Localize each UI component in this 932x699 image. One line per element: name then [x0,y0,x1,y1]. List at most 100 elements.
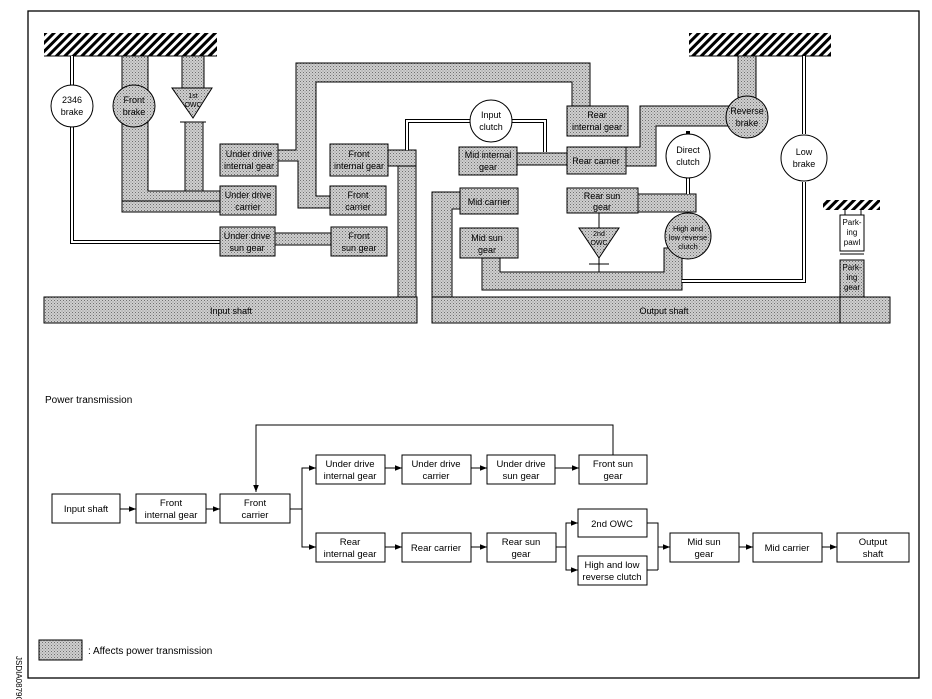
svg-text:Under drive: Under drive [411,459,460,470]
svg-text:carrier: carrier [423,471,450,482]
svg-text:Rear carrier: Rear carrier [572,156,620,166]
svg-text:internal gear: internal gear [572,122,622,132]
svg-text:Mid internal: Mid internal [465,150,512,160]
svg-text:OWC: OWC [590,240,607,247]
flow-front-sun-gear: Front sun gear [578,454,648,485]
flow-owc-2nd: 2nd OWC [577,508,648,538]
low-brake: Low brake [780,134,828,182]
flow-mid-carrier: Mid carrier [752,532,823,563]
legend: : Affects power transmission [38,639,212,661]
svg-text:High and: High and [673,224,703,233]
svg-text:Input shaft: Input shaft [64,504,109,515]
svg-text:carrier: carrier [242,510,269,521]
svg-text:clutch: clutch [676,157,700,167]
svg-text:low reverse: low reverse [669,233,707,242]
svg-text:Rear carrier: Rear carrier [411,543,461,554]
svg-text:Mid carrier: Mid carrier [765,543,810,554]
svg-text:ing: ing [847,228,858,237]
mid-carrier: Mid carrier [459,187,519,215]
under-drive-carrier: Under drive carrier [219,185,277,216]
svg-text:Low: Low [796,147,813,157]
reverse-brake: Reverse brake [725,95,769,139]
svg-text:Mid carrier: Mid carrier [468,197,511,207]
flow-output-shaft: Output shaft [836,532,910,563]
structure-diagram: 2346 brake Front brake 1st OWC Input clu… [43,33,891,324]
svg-text:Front: Front [244,498,267,509]
svg-text:1st: 1st [188,93,197,100]
svg-text:brake: brake [793,159,816,169]
svg-text:gear: gear [603,471,622,482]
flow-front-internal-gear: Front internal gear [135,493,207,524]
flow-mid-sun-gear: Mid sun gear [669,532,740,563]
svg-text:brake: brake [123,107,146,117]
housing-ground-right [689,33,831,56]
svg-text:clutch: clutch [479,122,503,132]
direct-clutch: Direct clutch [665,133,711,179]
parking-gear: Park- ing gear [839,259,865,298]
svg-text:sun gear: sun gear [341,243,376,253]
svg-text:internal gear: internal gear [324,471,377,482]
svg-text:internal gear: internal gear [145,510,198,521]
output-shaft-label: Output shaft [639,306,689,316]
front-sun-gear: Front sun gear [330,226,388,257]
flow-rear-carrier: Rear carrier [401,532,472,563]
svg-text:clutch: clutch [678,242,698,251]
svg-text:sun gear: sun gear [229,243,264,253]
svg-text:Reverse: Reverse [730,106,764,116]
svg-text:High and low: High and low [585,560,640,571]
svg-text:Input: Input [481,110,502,120]
housing-ground-parking [823,200,880,210]
svg-text:Under drive: Under drive [226,149,273,159]
high-low-reverse-clutch: High and low reverse clutch [664,212,712,260]
svg-text:gear: gear [479,162,497,172]
svg-text:gear: gear [844,283,860,292]
svg-text:pawl: pawl [844,238,861,247]
flow-input-shaft: Input shaft [51,493,121,524]
mid-internal-gear: Mid internal gear [458,146,518,176]
rear-carrier: Rear carrier [566,146,627,175]
svg-text:OWC: OWC [184,102,201,109]
svg-text:Front: Front [123,95,145,105]
svg-text:gear: gear [593,202,611,212]
flow-rear-sun-gear: Rear sun gear [486,532,557,563]
svg-text:gear: gear [694,549,713,560]
svg-text:Output: Output [859,537,888,548]
svg-text:2nd OWC: 2nd OWC [591,519,633,530]
rear-internal-gear: Rear internal gear [566,105,629,137]
parking-pawl: Park- ing pawl [839,214,865,255]
svg-text:internal gear: internal gear [324,549,377,560]
svg-text:Park-: Park- [842,263,861,272]
svg-text:Under drive: Under drive [325,459,374,470]
svg-text:Park-: Park- [842,218,861,227]
svg-text:carrier: carrier [345,202,371,212]
svg-text:Mid sun: Mid sun [471,233,503,243]
svg-text:ing: ing [847,273,858,282]
svg-text:Rear sun: Rear sun [502,537,541,548]
input-shaft-label: Input shaft [210,306,253,316]
svg-text:carrier: carrier [235,202,261,212]
flow-high-low-reverse-clutch: High and low reverse clutch [577,555,648,586]
flow-under-drive-internal-gear: Under drive internal gear [315,454,386,485]
front-carrier: Front carrier [329,185,387,216]
legend-swatch [38,639,83,661]
svg-text:brake: brake [736,118,759,128]
svg-text:gear: gear [511,549,530,560]
svg-text:2nd: 2nd [593,231,605,238]
svg-text:Under drive: Under drive [225,190,272,200]
svg-text:Front: Front [348,231,370,241]
owc-1st: 1st OWC [171,87,213,119]
svg-text:shaft: shaft [863,549,884,560]
svg-text:Front: Front [348,149,370,159]
svg-text:Rear sun: Rear sun [584,191,621,201]
shaded-power-paths [43,55,891,324]
flow-diagram: Input shaft Front internal gear Front ca… [51,424,910,586]
svg-text:Under drive: Under drive [496,459,545,470]
legend-text: : Affects power transmission [88,646,212,657]
svg-text:Rear: Rear [340,537,361,548]
figure-id: JSDIA0879GB [14,656,23,699]
thin-shafts [70,56,862,283]
front-brake: Front brake [112,84,156,128]
svg-text:sun gear: sun gear [503,471,540,482]
under-drive-sun-gear: Under drive sun gear [219,226,276,257]
flow-front-carrier: Front carrier [219,493,291,524]
